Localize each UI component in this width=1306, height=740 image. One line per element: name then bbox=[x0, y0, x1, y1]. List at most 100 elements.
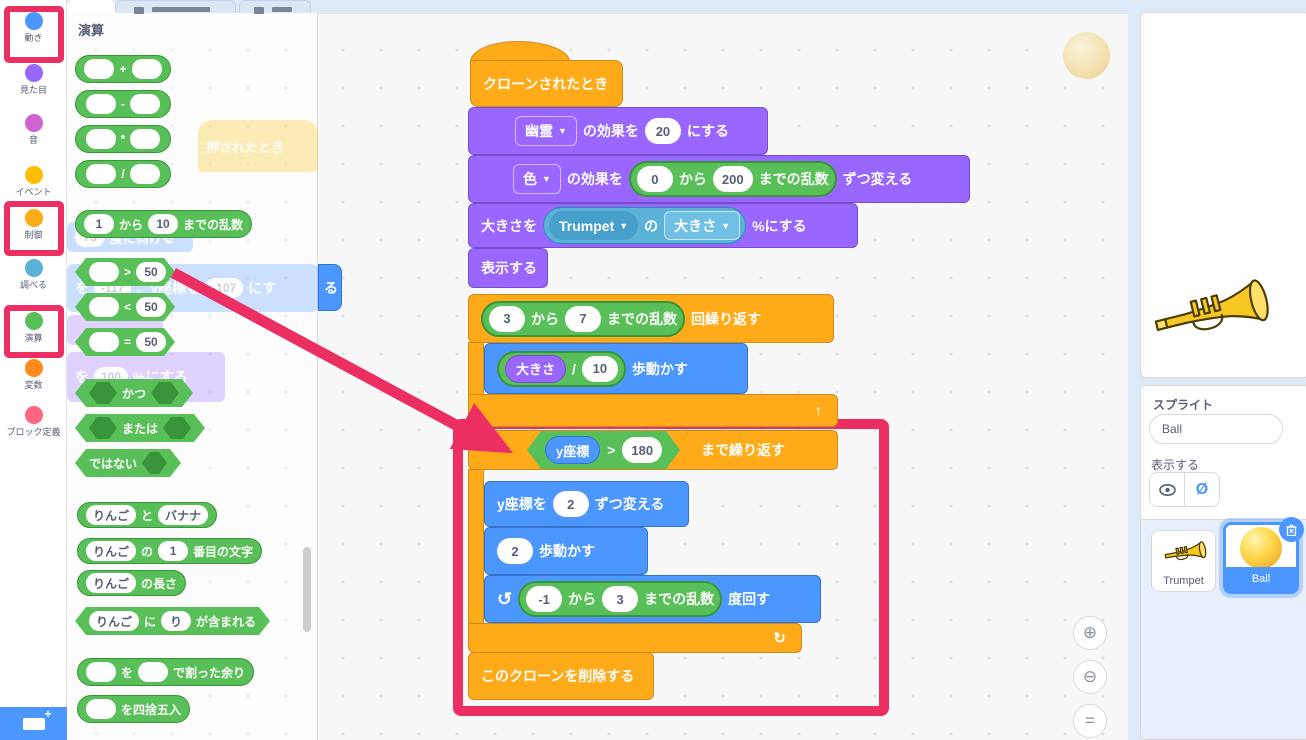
tab-costumes-sliver[interactable] bbox=[115, 0, 236, 14]
value-slot[interactable]: バナナ bbox=[158, 505, 209, 525]
zoom-in-button[interactable]: ⊕ bbox=[1073, 616, 1107, 650]
block-change-color-effect[interactable]: 色▼ の効果を 0 から 200 までの乱数 ずつ変える bbox=[468, 155, 970, 203]
add-extension-button[interactable] bbox=[0, 707, 67, 740]
palette-random-block[interactable]: 1 から 10 までの乱数 bbox=[75, 210, 253, 238]
palette-join-block[interactable]: りんご と バナナ bbox=[77, 502, 218, 528]
operand-slot[interactable] bbox=[130, 94, 160, 114]
sprite-dropdown[interactable]: Trumpet▼ bbox=[549, 211, 639, 240]
operand-slot[interactable] bbox=[89, 297, 119, 317]
value-slot[interactable]: 50 bbox=[136, 332, 166, 352]
palette-not-block[interactable]: ではない bbox=[75, 449, 181, 477]
sidebar-item-motion[interactable]: 動き bbox=[0, 12, 67, 43]
palette-round-block[interactable]: を四捨五入 bbox=[77, 695, 191, 723]
value-slot[interactable]: りんご bbox=[86, 541, 137, 561]
palette-less-block[interactable]: <50 bbox=[75, 293, 175, 321]
operand-slot[interactable] bbox=[86, 164, 117, 184]
palette-mod-block[interactable]: を で割った余り bbox=[77, 658, 255, 686]
operand-slot[interactable] bbox=[84, 59, 115, 79]
palette-divide-block[interactable]: / bbox=[75, 160, 171, 188]
sidebar-item-looks[interactable]: 見た目 bbox=[0, 64, 67, 95]
sidebar-item-sound[interactable]: 音 bbox=[0, 114, 67, 145]
delete-sprite-button[interactable] bbox=[1279, 517, 1304, 542]
value-slot[interactable]: 10 bbox=[148, 214, 179, 234]
random-reporter[interactable]: 3 から 7 までの乱数 bbox=[481, 300, 685, 337]
palette-multiply-block[interactable]: * bbox=[75, 125, 171, 153]
value-slot[interactable]: りんご bbox=[86, 573, 137, 593]
hide-button[interactable]: Ø bbox=[1184, 473, 1219, 506]
value-slot[interactable]: 50 bbox=[136, 262, 166, 282]
sidebar-item-sensing[interactable]: 調べる bbox=[0, 259, 67, 290]
block-delete-clone[interactable]: このクローンを削除する bbox=[468, 652, 654, 700]
operand-slot[interactable] bbox=[86, 662, 116, 682]
y-position-variable[interactable]: y座標 bbox=[545, 436, 600, 464]
zoom-reset-button[interactable]: = bbox=[1073, 704, 1107, 738]
value-input[interactable]: 3 bbox=[602, 586, 639, 612]
condition-slot[interactable] bbox=[163, 417, 191, 439]
show-button[interactable] bbox=[1150, 473, 1184, 506]
sidebar-item-control[interactable]: 制御 bbox=[0, 209, 67, 240]
operand-slot[interactable] bbox=[89, 332, 119, 352]
random-reporter[interactable]: -1 から 3 までの乱数 bbox=[518, 581, 723, 617]
greater-than-condition[interactable]: y座標 > 180 bbox=[527, 431, 680, 469]
value-slot[interactable]: り bbox=[161, 611, 191, 631]
operand-slot[interactable] bbox=[131, 59, 162, 79]
value-slot[interactable]: 1 bbox=[158, 541, 189, 561]
block-change-y[interactable]: y座標を 2 ずつ変える bbox=[484, 481, 689, 527]
condition-slot[interactable] bbox=[151, 382, 179, 404]
condition-slot[interactable] bbox=[89, 382, 117, 404]
palette-letter-of-block[interactable]: りんご の 1 番目の文字 bbox=[77, 538, 263, 564]
property-dropdown[interactable]: 大きさ▼ bbox=[664, 211, 741, 240]
palette-scrollbar[interactable] bbox=[303, 547, 311, 632]
block-show[interactable]: 表示する bbox=[468, 248, 548, 288]
palette-contains-block[interactable]: りんご に り が含まれる bbox=[75, 607, 270, 635]
operand-slot[interactable] bbox=[129, 164, 160, 184]
size-variable[interactable]: 大きさ bbox=[505, 354, 567, 383]
stage[interactable] bbox=[1140, 12, 1306, 378]
block-move-calc[interactable]: 大きさ / 10 歩動かす bbox=[484, 343, 748, 394]
palette-subtract-block[interactable]: - bbox=[75, 90, 171, 118]
operand-slot[interactable] bbox=[86, 699, 116, 719]
value-slot[interactable]: りんご bbox=[89, 611, 139, 631]
sidebar-item-myblocks[interactable]: ブロック定義 bbox=[0, 406, 67, 437]
palette-greater-block[interactable]: >50 bbox=[75, 258, 175, 286]
palette-equals-block[interactable]: =50 bbox=[75, 328, 175, 356]
sidebar-item-variables[interactable]: 変数 bbox=[0, 359, 67, 390]
palette-or-block[interactable]: または bbox=[75, 414, 205, 442]
value-input[interactable]: 3 bbox=[489, 305, 525, 332]
condition-slot[interactable] bbox=[89, 417, 117, 439]
effect-dropdown[interactable]: 色▼ bbox=[513, 164, 561, 194]
value-input[interactable]: 180 bbox=[622, 437, 662, 463]
palette-and-block[interactable]: かつ bbox=[75, 379, 193, 407]
value-input[interactable]: 0 bbox=[636, 166, 673, 192]
block-move-steps[interactable]: 2 歩動かす bbox=[484, 527, 648, 575]
sprite-tile-ball[interactable]: Ball bbox=[1223, 522, 1299, 594]
palette-length-block[interactable]: りんご の長さ bbox=[77, 570, 187, 596]
condition-slot[interactable] bbox=[142, 452, 167, 474]
sensing-attribute-reporter[interactable]: Trumpet▼ の 大きさ▼ bbox=[543, 207, 747, 244]
zoom-out-button[interactable]: ⊖ bbox=[1073, 660, 1107, 694]
value-input[interactable]: 7 bbox=[565, 305, 601, 332]
value-slot[interactable]: りんご bbox=[86, 505, 137, 525]
trumpet-sprite-image[interactable] bbox=[1153, 276, 1271, 348]
operand-slot[interactable] bbox=[138, 662, 169, 682]
tab-sounds-sliver[interactable] bbox=[239, 0, 311, 14]
value-slot[interactable]: 1 bbox=[84, 214, 114, 234]
block-when-cloned[interactable]: クローンされたとき bbox=[470, 60, 623, 107]
palette-add-block[interactable]: + bbox=[75, 55, 171, 83]
value-input[interactable]: 200 bbox=[712, 166, 753, 192]
divide-reporter[interactable]: 大きさ / 10 bbox=[497, 350, 626, 387]
value-input[interactable]: 10 bbox=[581, 355, 618, 382]
random-reporter[interactable]: 0 から 200 までの乱数 bbox=[628, 161, 837, 197]
operand-slot[interactable] bbox=[86, 94, 116, 114]
value-input[interactable]: -1 bbox=[526, 586, 563, 612]
value-input[interactable]: 2 bbox=[552, 491, 589, 517]
operand-slot[interactable] bbox=[85, 129, 116, 149]
value-input[interactable]: 20 bbox=[644, 118, 681, 144]
value-input[interactable]: 2 bbox=[497, 538, 533, 564]
block-set-size[interactable]: 大きさを Trumpet▼ の 大きさ▼ %にする bbox=[468, 203, 858, 248]
block-turn-ccw[interactable]: ↺ -1 から 3 までの乱数 度回す bbox=[484, 575, 821, 623]
value-slot[interactable]: 50 bbox=[136, 297, 166, 317]
operand-slot[interactable] bbox=[89, 262, 119, 282]
sprite-tile-trumpet[interactable]: Trumpet bbox=[1151, 530, 1216, 592]
sidebar-item-operators[interactable]: 演算 bbox=[0, 312, 67, 343]
